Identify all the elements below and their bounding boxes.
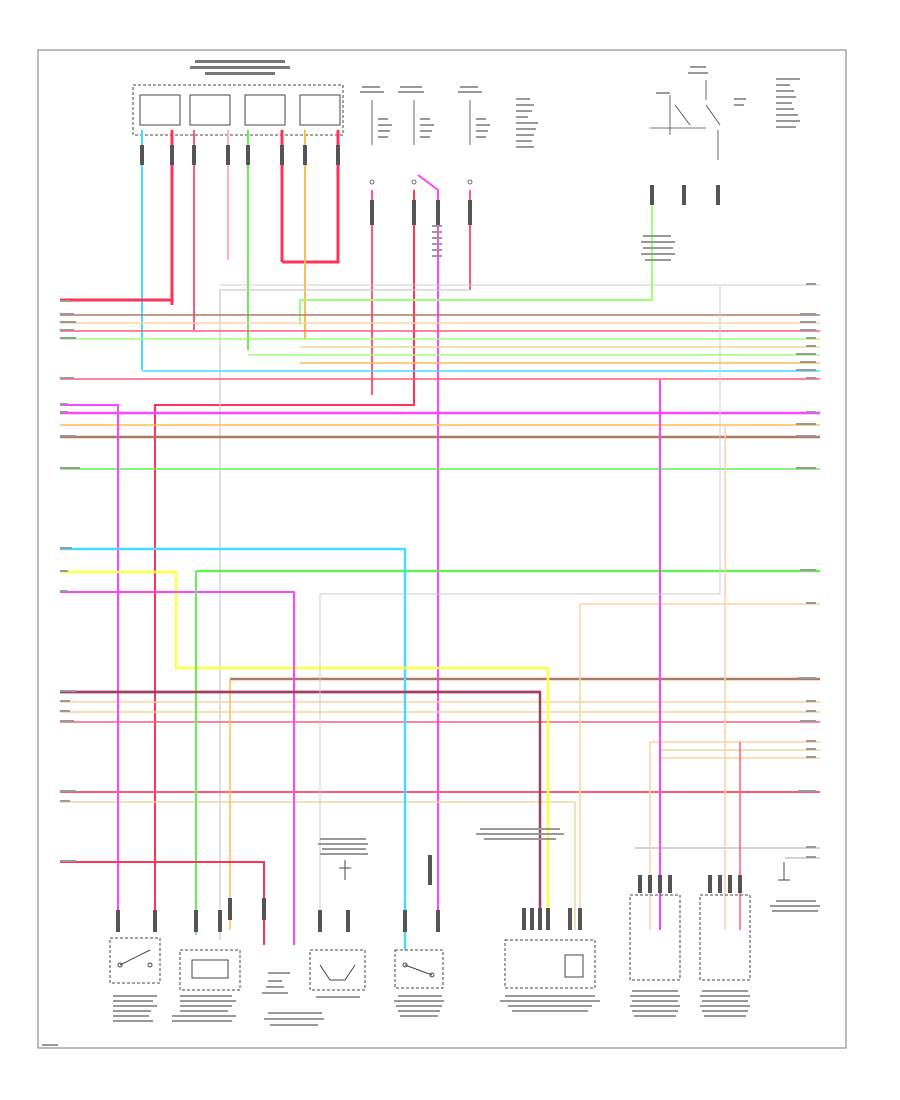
connector-marks-bottom [116, 855, 742, 932]
wire-drop [417, 174, 439, 930]
wire-drop [154, 190, 415, 930]
top-feed-splices [60, 289, 652, 940]
clutch-switch [394, 949, 444, 989]
transmission-range-switch [504, 939, 596, 989]
heated-oxygen-sensor-1 [629, 894, 681, 981]
ignition-switch [650, 80, 746, 160]
wire [60, 591, 295, 945]
wire [60, 547, 407, 950]
ground-symbol [778, 862, 790, 881]
underhood-fuse-block [132, 84, 344, 136]
fuse-block-label [190, 60, 290, 75]
fuse-text-placeholders [360, 66, 800, 148]
stop-lamp-switch [109, 937, 161, 984]
wire [320, 285, 721, 595]
wire [60, 404, 119, 930]
connector-marks-top [140, 145, 720, 225]
diagram-frame [37, 49, 847, 1049]
wire-tags [60, 283, 816, 862]
camshaft-position-sensor [179, 949, 241, 991]
wire [60, 690, 542, 930]
heated-oxygen-sensor-2 [699, 894, 751, 981]
wire-drop [282, 130, 340, 264]
fuel-tank-pressure-sensor [309, 949, 366, 991]
bottom-components [109, 860, 790, 991]
hot-at-all-times-fuses [369, 100, 473, 185]
routed-wires [60, 285, 741, 950]
wire [60, 570, 550, 930]
wire [60, 861, 265, 945]
component-labels [42, 225, 820, 1046]
